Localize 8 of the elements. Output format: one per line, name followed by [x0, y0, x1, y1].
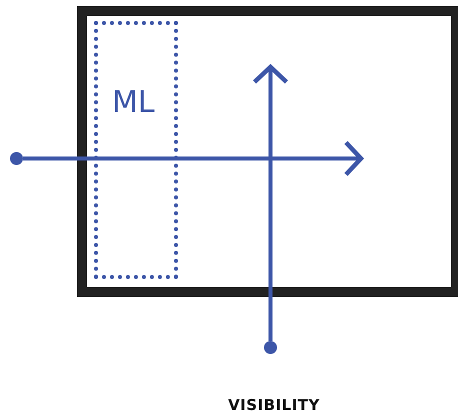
axis-caption: VISIBILITY	[227, 396, 321, 414]
endpoint-dot	[10, 152, 23, 165]
frame-box	[77, 6, 458, 297]
arrow	[252, 64, 289, 341]
dotted-region-box	[94, 21, 178, 279]
endpoint-dot	[264, 341, 277, 354]
region-label: ML	[112, 85, 155, 120]
arrow	[23, 140, 364, 177]
